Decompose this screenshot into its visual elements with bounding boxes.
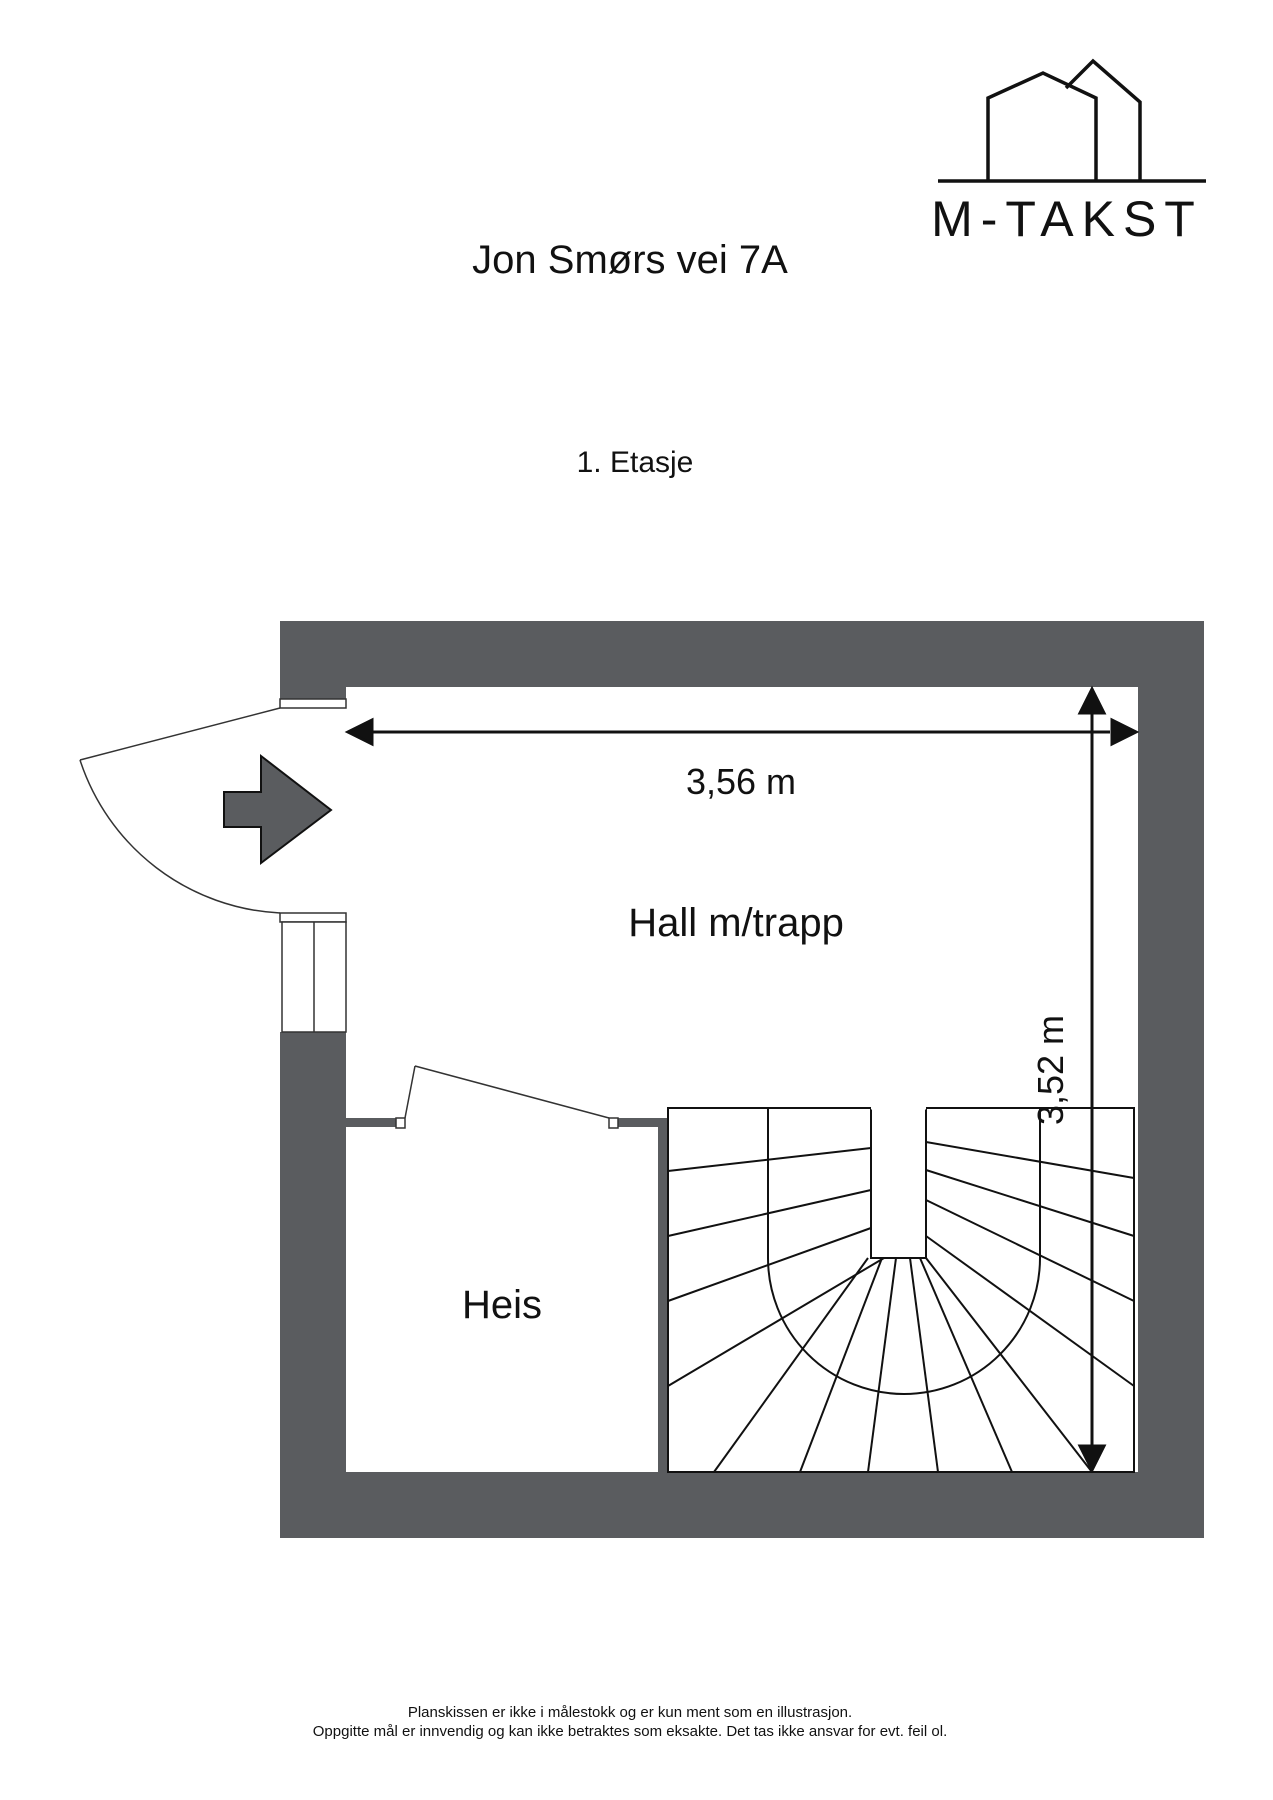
wall-elevator-top-left — [346, 1118, 396, 1127]
wall-bottom — [280, 1472, 1204, 1538]
elevator-door — [395, 1065, 619, 1129]
disclaimer-line-1: Planskissen er ikke i målestokk og er ku… — [407, 1704, 853, 1721]
room-label-elevator: Heis — [462, 1283, 542, 1327]
disclaimer: Planskissen er ikke i målestokk og er ku… — [120, 1703, 1140, 1741]
dimension-width — [344, 717, 1140, 747]
dimension-width-label: 3,56 m — [686, 761, 796, 802]
side-window — [281, 921, 347, 1033]
wall-left-lower — [280, 1032, 346, 1538]
property-address: Jon Smørs vei 7A — [472, 238, 788, 282]
wall-right — [1138, 621, 1204, 1538]
disclaimer-line-2: Oppgitte mål er innvendig og kan ikke be… — [312, 1723, 948, 1740]
entry-arrow-icon — [223, 753, 333, 866]
staircase — [667, 1106, 1135, 1473]
m-takst-logo — [938, 58, 1206, 183]
wall-elevator-top-right — [618, 1118, 658, 1127]
brand-name: M-TAKST — [931, 191, 1203, 247]
room-label-hall: Hall m/trapp — [628, 901, 844, 945]
house-outline-icon — [938, 58, 1206, 183]
floor-label: 1. Etasje — [576, 446, 694, 479]
entrance-door — [79, 698, 347, 923]
wall-elevator-right — [658, 1118, 667, 1474]
wall-top — [280, 621, 1204, 687]
walls — [280, 621, 1204, 1538]
dimension-depth-label: 3,52 m — [1030, 1015, 1071, 1125]
dimension-depth — [1077, 685, 1107, 1474]
wall-left-upper — [280, 621, 346, 699]
